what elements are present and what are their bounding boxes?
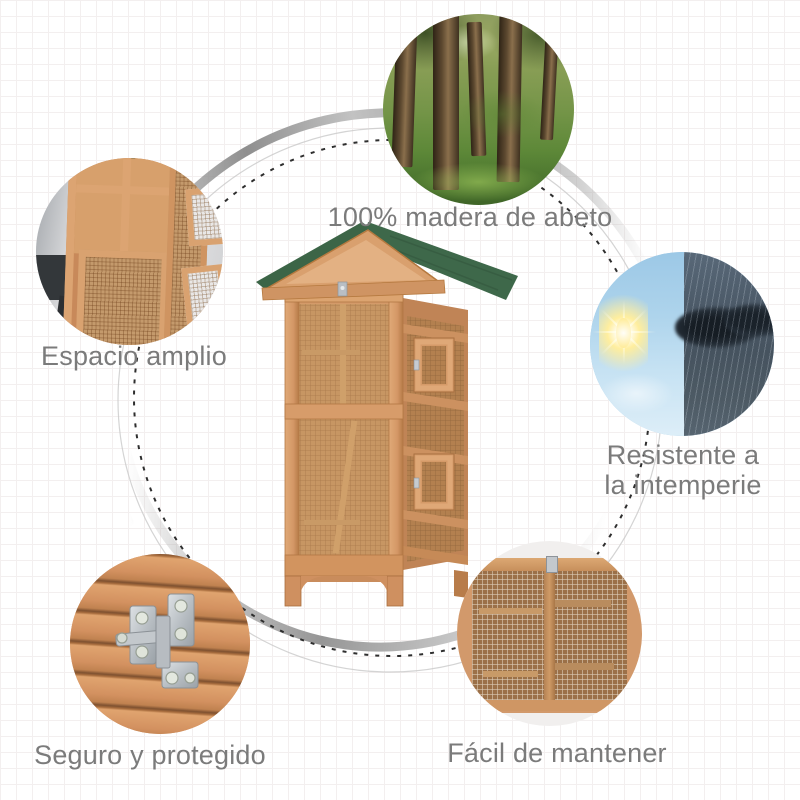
feature-photo-weather bbox=[590, 252, 774, 436]
perch bbox=[555, 663, 615, 670]
feature-photo-space bbox=[36, 158, 223, 345]
tree-trunk bbox=[432, 14, 460, 190]
feature-photo-secure bbox=[70, 554, 250, 734]
aviary-front-face bbox=[284, 285, 404, 577]
feature-label-space: Espacio amplio bbox=[41, 341, 227, 371]
feature-photo-wood bbox=[383, 14, 574, 205]
feature-label-wood: 100% madera de abeto bbox=[327, 202, 613, 232]
door-latch-icon bbox=[413, 477, 420, 489]
latch-hardware-icon bbox=[115, 593, 199, 689]
perch bbox=[482, 670, 539, 677]
tree-trunk bbox=[391, 17, 419, 168]
rainy-half bbox=[674, 252, 774, 436]
aviary-side-face bbox=[403, 298, 468, 570]
open-door bbox=[180, 264, 223, 328]
side-door-upper bbox=[413, 337, 455, 393]
rain-streaks bbox=[683, 252, 774, 436]
aviary-roof bbox=[256, 222, 518, 301]
bottom-rail bbox=[468, 700, 631, 712]
feature-label-maintain: Fácil de mantener bbox=[447, 738, 667, 768]
perch bbox=[479, 607, 543, 615]
sunny-half bbox=[590, 252, 684, 436]
cage-latch-icon bbox=[545, 555, 558, 573]
side-door-lower bbox=[413, 453, 455, 511]
feature-label-secure: Seguro y protegido bbox=[34, 740, 266, 770]
perch bbox=[555, 600, 611, 607]
feature-photo-maintain bbox=[457, 541, 642, 726]
mesh-panel bbox=[75, 249, 169, 345]
open-door bbox=[185, 186, 223, 247]
cloud-wisp bbox=[599, 373, 675, 414]
door-latch-icon bbox=[413, 359, 420, 371]
grass-highlight bbox=[411, 162, 546, 202]
feature-label-weather: Resistente a la intemperie bbox=[604, 440, 762, 500]
product-image bbox=[256, 222, 518, 607]
foliage bbox=[459, 90, 546, 139]
center-post bbox=[543, 570, 556, 701]
rain-cloud-icon bbox=[724, 303, 774, 337]
sun-icon bbox=[616, 318, 632, 348]
